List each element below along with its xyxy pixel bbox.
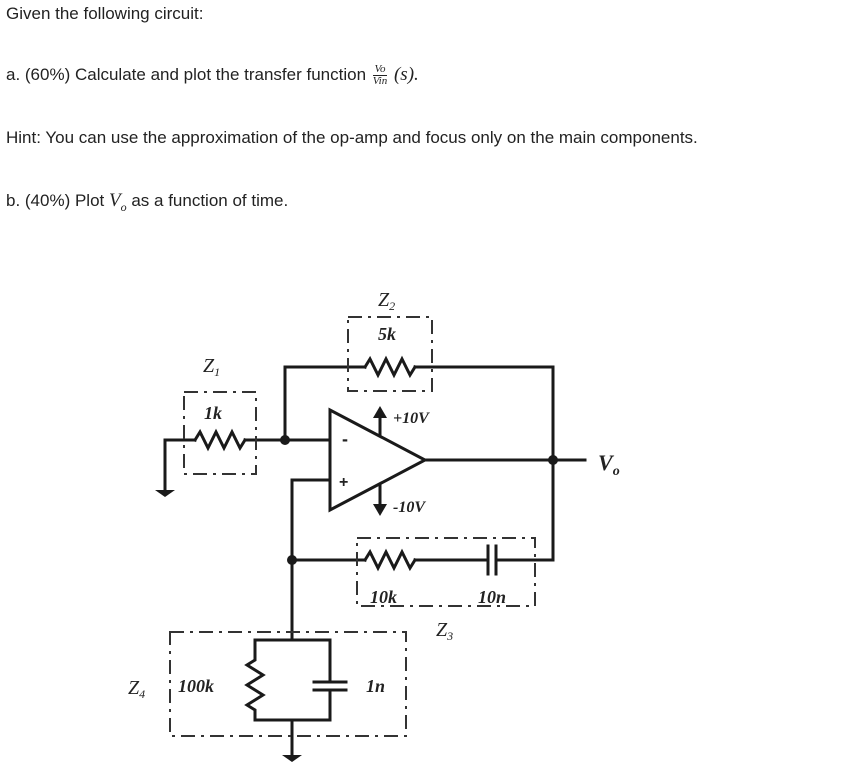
part-b: b. (40%) Plot Vo as a function of time. [6, 190, 288, 215]
z1-resistor [192, 428, 248, 452]
z3-resistor [362, 548, 418, 572]
part-b-suffix: as a function of time. [131, 191, 289, 210]
z4-resistor-value: 100k [178, 676, 214, 696]
inverting-node [280, 435, 290, 445]
fraction-numerator: Vo [372, 63, 388, 77]
part-a-suffix: (s). [393, 64, 419, 85]
z4-dashed-box [169, 631, 407, 737]
ground-icon-bottom [282, 755, 302, 762]
output-node [548, 455, 558, 465]
part-b-variable: Vo [109, 190, 127, 214]
opamp-plus-sign: + [339, 474, 348, 491]
z1-label: Z1 [203, 355, 220, 379]
noninv-input-wire [290, 478, 332, 642]
part-b-prefix: b. (40%) Plot [6, 191, 105, 210]
ground-icon-left [155, 490, 175, 497]
z1-value: 1k [204, 403, 222, 423]
z2-resistor [362, 355, 418, 379]
vminus-arrow-icon [373, 504, 387, 516]
z3-capacitor-value: 10n [478, 587, 506, 607]
opamp-triangle [328, 407, 429, 513]
opamp-minus-sign: - [342, 429, 348, 449]
part-a: a. (60%) Calculate and plot the transfer… [6, 64, 419, 87]
z4-resistor [244, 638, 266, 722]
part-a-prefix: a. (60%) Calculate and plot the transfer… [6, 65, 367, 84]
z2-value: 5k [378, 324, 396, 344]
z3-resistor-value: 10k [370, 587, 397, 607]
z4-label: Z4 [128, 677, 145, 701]
z2-dashed-box [347, 316, 433, 392]
output-label: Vo [598, 450, 620, 479]
z3-label: Z3 [436, 619, 453, 643]
fraction-denominator: Vin [372, 75, 388, 88]
vplus-arrow-icon [373, 406, 387, 418]
question-title: Given the following circuit: [6, 4, 204, 23]
z1-dashed-box [183, 391, 257, 475]
z2-label: Z2 [378, 289, 395, 313]
supply-positive: +10V [393, 410, 430, 427]
feedback-left-wire [283, 365, 367, 442]
transfer-function-fraction: Vo Vin [372, 63, 388, 88]
z4-capacitor-value: 1n [366, 676, 385, 696]
z3-dashed-box [356, 537, 536, 607]
hint-text: Hint: You can use the approximation of t… [6, 128, 698, 147]
supply-negative: -10V [393, 499, 426, 516]
feedback-right-wire [413, 365, 555, 562]
noninv-node [287, 555, 297, 565]
